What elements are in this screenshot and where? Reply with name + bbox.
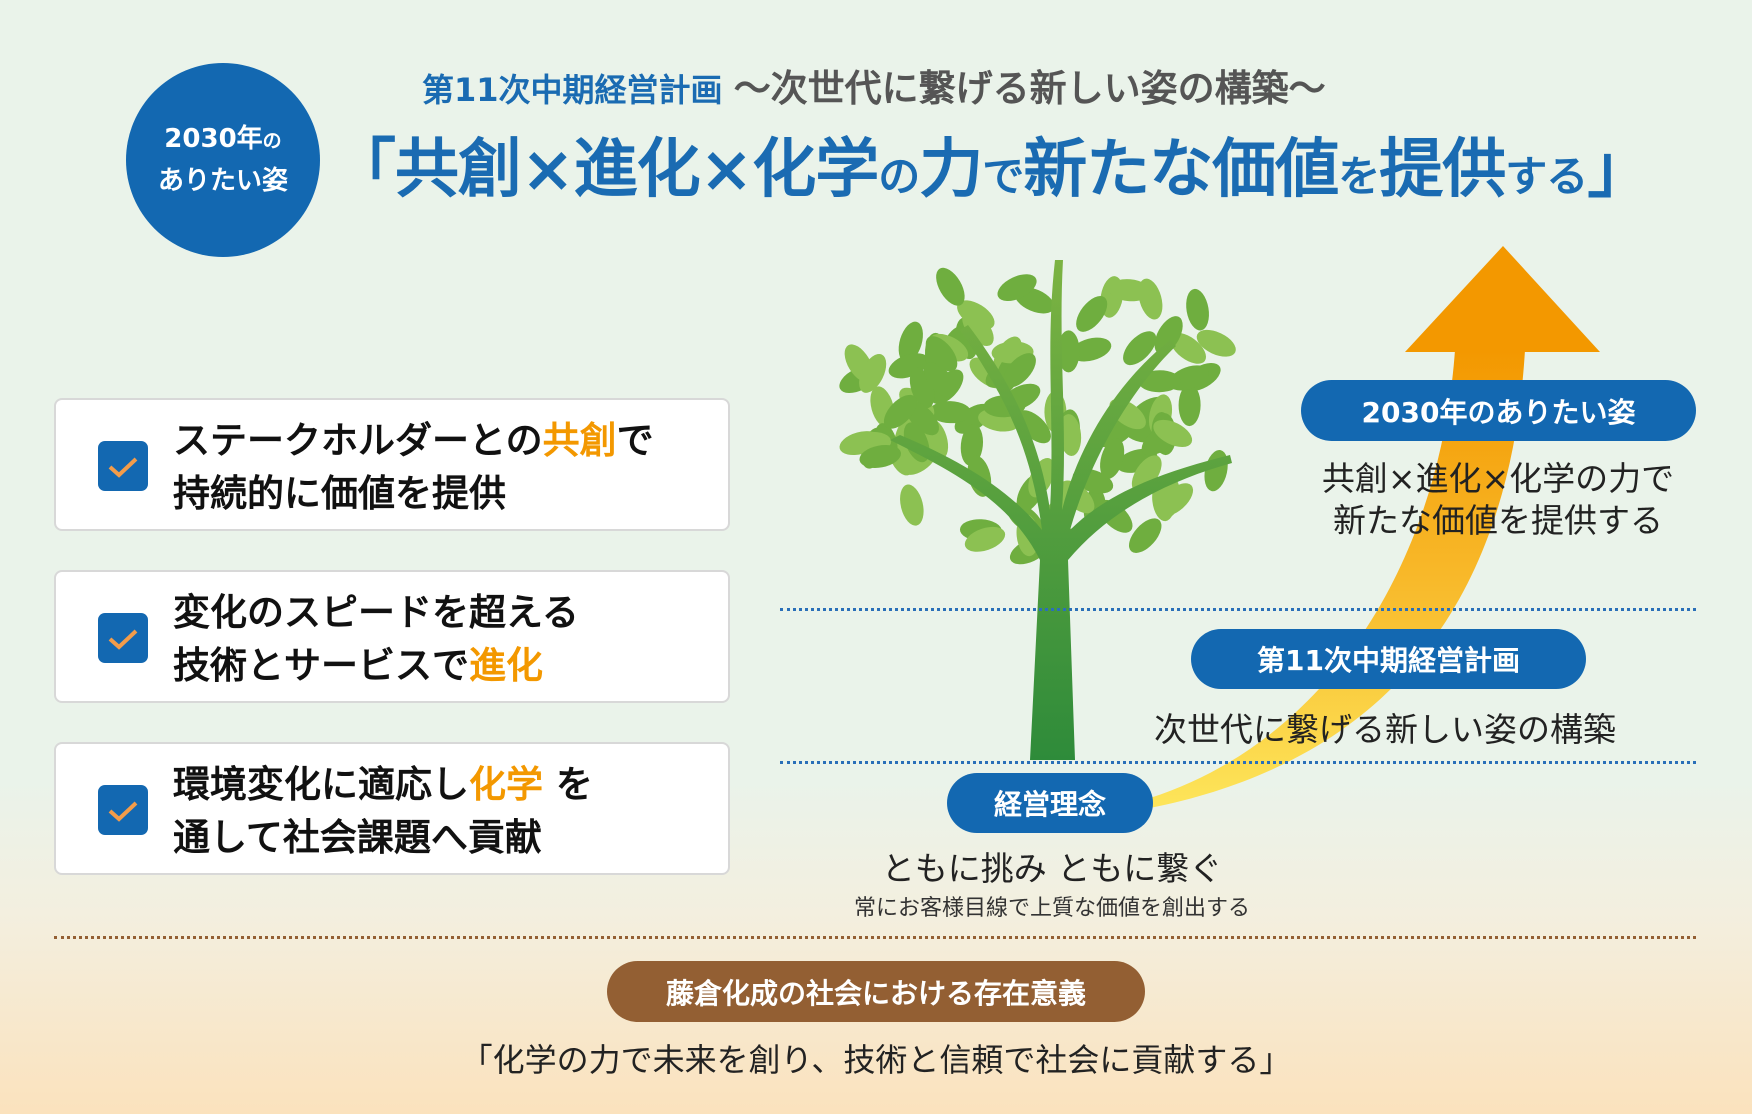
leaf-icon	[1158, 483, 1194, 516]
plan-text: 次世代に繋げる新しい姿の構築	[1154, 710, 1616, 749]
title-part: する	[1505, 152, 1588, 201]
checkbox-icon	[98, 613, 148, 663]
text: 通して社会課題へ貢献	[173, 816, 542, 859]
leaf-icon	[1170, 332, 1207, 364]
text: 環境変化に適応し	[173, 763, 469, 806]
leaf-icon	[954, 403, 992, 434]
leaf-icon	[1058, 414, 1082, 456]
point-chemistry: 環境変化に適応し化学 を通して社会課題へ貢献	[54, 742, 730, 875]
plan-subtitle: 第11次中期経営計画 〜次世代に繋げる新しい姿の構築〜	[422, 58, 1326, 112]
plan-theme: 〜次世代に繋げる新しい姿の構築〜	[733, 67, 1326, 110]
highlight: 進化	[469, 644, 543, 687]
leaf-icon	[900, 484, 924, 526]
leaf-icon	[964, 526, 1006, 552]
checkbox-icon	[98, 785, 148, 835]
vision-badge-line1: 2030年の	[164, 119, 281, 161]
leaf-icon	[859, 353, 887, 393]
philosophy-label: 経営理念	[947, 773, 1153, 833]
text: 新たな価値を提供する	[1333, 501, 1663, 540]
title-part: 力	[919, 133, 983, 207]
philosophy-sub: 常にお客様目線で上質な価値を創出する	[853, 896, 1251, 921]
divider-line	[780, 608, 1696, 611]
title-part: の	[878, 152, 920, 201]
title-part: を	[1338, 152, 1380, 201]
text: 変化のスピードを超える	[173, 591, 579, 634]
page-title: 「共創×進化×化学の力で新たな価値を提供する」	[332, 118, 1651, 210]
vision-badge-line2: ありたい姿	[157, 166, 288, 196]
leaf-icon	[1070, 337, 1112, 362]
leaf-icon	[1108, 279, 1151, 302]
leaf-icon	[1153, 419, 1193, 447]
leaf-icon	[1016, 410, 1051, 444]
title-part: 「共創×進化×化学	[332, 133, 879, 207]
leaf-icon	[859, 444, 901, 469]
leaf-icon	[929, 401, 972, 424]
leaf-icon	[1128, 518, 1162, 553]
divider-line	[780, 761, 1696, 764]
leaf-icon	[1003, 353, 1036, 388]
leaf-icon	[925, 336, 958, 372]
particle: の	[262, 130, 282, 152]
tree-icon	[839, 260, 1236, 760]
point-text: 変化のスピードを超える技術とサービスで進化	[173, 586, 579, 692]
year: 2030年	[164, 124, 263, 154]
plan-label: 第11次中期経営計画	[1191, 629, 1586, 689]
vision-text: 共創×進化×化学の力で新たな価値を提供する	[1322, 458, 1674, 542]
leaf-icon	[898, 321, 923, 363]
leaf-icon	[997, 274, 1037, 302]
highlight: 化学	[469, 763, 543, 806]
text: 共創×進化×化学の力で	[1321, 459, 1675, 498]
leaf-icon	[883, 394, 918, 429]
plan-name: 第11次中期経営計画	[422, 71, 723, 109]
leaf-icon	[1100, 438, 1125, 479]
vision-badge: 2030年の ありたい姿	[126, 63, 320, 257]
leaf-icon	[957, 300, 995, 330]
leaf-icon	[936, 267, 965, 306]
vision-label: 2030年のありたい姿	[1301, 380, 1696, 441]
leaf-icon	[960, 423, 984, 466]
leaf-icon	[923, 362, 957, 398]
leaf-icon	[1076, 296, 1108, 332]
title-part: 」	[1587, 133, 1651, 207]
leaf-icon	[1131, 455, 1162, 493]
title-part: 提供	[1379, 133, 1506, 207]
leaf-icon	[1196, 329, 1236, 357]
purpose-label: 藤倉化成の社会における存在意義	[607, 961, 1145, 1022]
point-text: 環境変化に適応し化学 を通して社会課題へ貢献	[173, 758, 593, 864]
text: 技術とサービスで	[173, 644, 469, 687]
text: 持続的に価値を提供	[173, 472, 506, 515]
leaf-icon	[1138, 370, 1181, 393]
text: ステークホルダーとの	[173, 419, 543, 462]
leaf-icon	[1154, 316, 1183, 355]
point-text: ステークホルダーとの共創で持続的に価値を提供	[173, 414, 654, 520]
title-part: で	[982, 152, 1024, 201]
point-evolution: 変化のスピードを超える技術とサービスで進化	[54, 570, 730, 703]
leaf-icon	[1178, 384, 1201, 427]
text: を	[543, 763, 593, 806]
leaf-icon	[1123, 331, 1157, 366]
leaf-icon	[1057, 330, 1080, 373]
divider-line	[54, 936, 1696, 939]
text: で	[616, 419, 654, 462]
philosophy-text: ともに挑み ともに繋ぐ	[881, 849, 1223, 888]
leaf-icon	[1186, 288, 1209, 331]
checkbox-icon	[98, 441, 148, 491]
highlight: 共創	[542, 419, 617, 462]
title-part: 新たな価値	[1023, 133, 1339, 207]
point-cocreation: ステークホルダーとの共創で持続的に価値を提供	[54, 398, 730, 531]
purpose-text: 「化学の力で未来を創り、技術と信頼で社会に貢献する」	[460, 1041, 1292, 1079]
